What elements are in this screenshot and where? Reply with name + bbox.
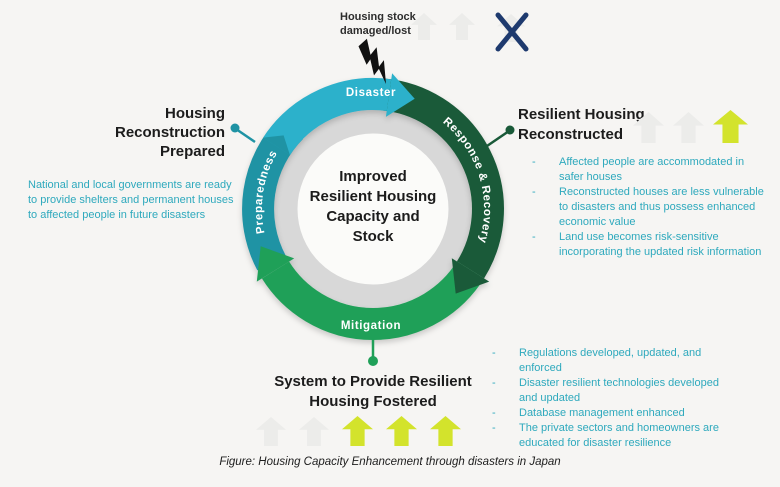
system-indicator-arrows bbox=[256, 416, 461, 446]
figure-caption: Figure: Housing Capacity Enhancement thr… bbox=[219, 456, 561, 468]
list-item: -Reconstructed houses are less vulnerabl… bbox=[532, 186, 764, 228]
housing-stock-indicator-arrows bbox=[411, 13, 475, 40]
response-recovery-arrowhead-icon bbox=[451, 258, 490, 294]
right-panel-heading: Resilient Housing Reconstructed bbox=[518, 106, 645, 143]
left-panel-body: National and local governments are ready… bbox=[28, 179, 234, 221]
up-arrow-icon-faded bbox=[633, 112, 664, 143]
up-arrow-icon-faded bbox=[256, 417, 286, 446]
disaster-arrowhead-icon bbox=[385, 73, 415, 117]
arc-response-recovery bbox=[381, 78, 504, 279]
top-annotation-label: Housing stock damaged/lost bbox=[340, 11, 416, 37]
disaster-arrow-tail-notch bbox=[263, 135, 290, 155]
list-item: -Land use becomes risk-sensitive incorpo… bbox=[532, 231, 762, 258]
connector-response-recovery bbox=[486, 125, 515, 148]
up-arrow-icon-faded bbox=[299, 417, 329, 446]
right-panel-list: -Affected people are accommodated in saf… bbox=[532, 155, 770, 260]
up-arrow-icon-highlight bbox=[713, 110, 748, 143]
reconstructed-indicator-arrows bbox=[633, 110, 748, 143]
center-text-line: Resilient Housing bbox=[309, 188, 437, 205]
up-arrow-icon-faded bbox=[449, 13, 475, 40]
connector-mitigation bbox=[368, 339, 378, 366]
center-text-line: Capacity and bbox=[326, 208, 420, 225]
crossed-out-arrow-icon bbox=[493, 11, 531, 53]
list-item: -Affected people are accommodated in saf… bbox=[532, 156, 745, 183]
bottom-panel-list: -Regulations developed, updated, and enf… bbox=[492, 346, 722, 451]
up-arrow-icon-highlight bbox=[386, 416, 417, 446]
connector-preparedness bbox=[230, 123, 256, 144]
up-arrow-icon-faded bbox=[673, 112, 704, 143]
x-mark-icon bbox=[495, 12, 529, 52]
center-text-line: Stock bbox=[352, 228, 394, 245]
list-item: -Regulations developed, updated, and enf… bbox=[492, 347, 702, 374]
up-arrow-icon-highlight bbox=[430, 416, 461, 446]
arc-mitigation bbox=[261, 261, 485, 340]
phase-label-mitigation: Mitigation bbox=[341, 320, 401, 332]
lightning-bolt-icon bbox=[358, 38, 386, 84]
center-circle bbox=[297, 133, 449, 285]
center-text-line: Improved bbox=[339, 168, 407, 185]
inner-gray-ring bbox=[274, 110, 472, 308]
cycle-center-text: Improved Resilient Housing Capacity and … bbox=[288, 167, 458, 247]
list-item: -Disaster resilient technologies develop… bbox=[492, 377, 719, 404]
up-arrow-icon-faded bbox=[411, 13, 437, 40]
bottom-panel-heading: System to Provide Resilient Housing Fost… bbox=[274, 373, 472, 410]
up-arrow-icon-highlight bbox=[342, 416, 373, 446]
arc-disaster bbox=[263, 77, 392, 156]
list-item: -The private sectors and homeowners are … bbox=[492, 422, 719, 449]
phase-label-disaster: Disaster bbox=[346, 87, 396, 99]
list-item: -Database management enhanced bbox=[492, 407, 685, 419]
left-panel-heading: Housing Reconstruction Prepared bbox=[114, 105, 225, 160]
mitigation-arrowhead-icon bbox=[256, 246, 295, 282]
